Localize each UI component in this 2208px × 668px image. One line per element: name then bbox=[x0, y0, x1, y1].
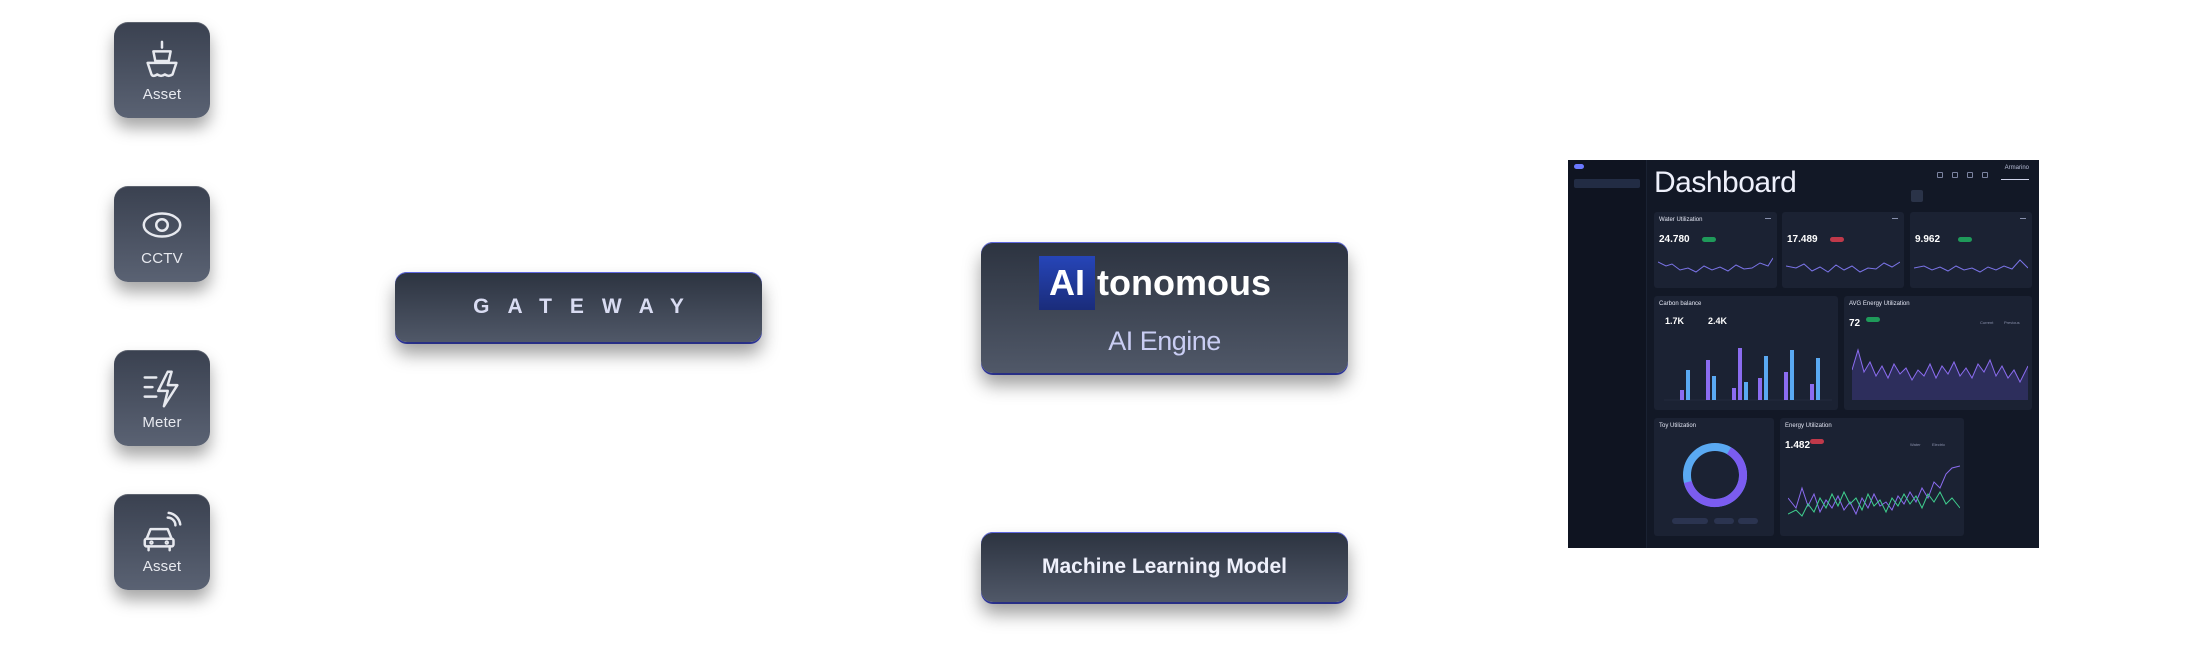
card-value: 1.482 bbox=[1785, 440, 1811, 451]
gateway-box: GATEWAY bbox=[395, 272, 762, 342]
ai-engine-subtitle: AI Engine bbox=[1108, 326, 1221, 356]
dashboard-title: Dashboard bbox=[1654, 166, 1797, 199]
dashboard-preview: Dashboard Armarino Water Utilization 24.… bbox=[1568, 160, 2039, 548]
more-icon bbox=[1765, 218, 1771, 219]
legend-chip bbox=[1714, 518, 1734, 524]
active-tab-underline bbox=[2001, 179, 2029, 180]
card-value-a: 1.7K bbox=[1665, 316, 1685, 326]
ml-model-label: Machine Learning Model bbox=[1041, 555, 1288, 578]
cctv-tile: CCTV bbox=[114, 186, 210, 282]
card-title: Water Utilization bbox=[1659, 217, 1703, 223]
water-utilization-card: Water Utilization 24.780 bbox=[1654, 212, 1777, 288]
area-chart bbox=[1852, 348, 2028, 400]
change-badge bbox=[1866, 317, 1880, 322]
change-badge bbox=[1810, 439, 1824, 444]
card-value: 17.489 bbox=[1787, 234, 1818, 245]
toolbar-icons bbox=[1937, 165, 1997, 178]
donut-chart bbox=[1683, 443, 1747, 507]
tile-label: CCTV bbox=[141, 249, 183, 267]
logo bbox=[1574, 164, 1584, 169]
ml-model-box: Machine Learning Model bbox=[981, 532, 1348, 602]
asset-tile-car: Asset bbox=[114, 494, 210, 590]
gateway-label: GATEWAY bbox=[473, 295, 702, 318]
more-icon bbox=[1892, 218, 1898, 219]
legend-current: Current bbox=[1980, 320, 1994, 325]
change-badge bbox=[1830, 237, 1844, 242]
meter-tile: Meter bbox=[114, 350, 210, 446]
utilization-card-3: 9.962 bbox=[1910, 212, 2032, 288]
asset-tile-ship: Asset bbox=[114, 22, 210, 118]
dashboard-sidebar bbox=[1568, 160, 1647, 548]
legend-chip bbox=[1672, 518, 1708, 524]
legend-previous: Previous bbox=[2004, 320, 2020, 325]
view-toggle bbox=[1911, 190, 1923, 202]
ai-engine-box: AI tonomous AI Engine bbox=[981, 242, 1348, 373]
carbon-balance-card: Carbon balance 1.7K 2.4K bbox=[1654, 296, 1838, 410]
card-title: Carbon balance bbox=[1659, 301, 1702, 307]
ai-title-rest: tonomous bbox=[1097, 262, 1271, 303]
legend-water: Water bbox=[1910, 442, 1921, 447]
car-signal-icon bbox=[143, 511, 182, 551]
bar-chart bbox=[1664, 348, 1832, 401]
sidebar-item-active bbox=[1574, 179, 1640, 188]
utilization-card-2: 17.489 bbox=[1782, 212, 1904, 288]
user-name: Armarino bbox=[2004, 165, 2029, 171]
toy-utilization-card: Toy Utilization bbox=[1654, 418, 1774, 536]
tile-label: Asset bbox=[142, 85, 182, 103]
legend-electric: Electric bbox=[1932, 442, 1946, 447]
card-value: 24.780 bbox=[1659, 234, 1690, 245]
line-chart bbox=[1788, 465, 1960, 517]
card-title: Energy Utilization bbox=[1785, 423, 1832, 429]
sparkline bbox=[1786, 261, 1900, 273]
ai-engine-title: AI tonomous bbox=[1039, 256, 1271, 310]
tile-label: Meter bbox=[142, 413, 182, 431]
legend-chip bbox=[1738, 518, 1758, 524]
change-badge bbox=[1958, 237, 1972, 242]
eye-icon bbox=[142, 211, 182, 238]
avg-energy-utilization-card: AVG Energy Utilization 72 Current Previo… bbox=[1844, 296, 2032, 410]
card-value-b: 2.4K bbox=[1708, 316, 1728, 326]
sparkline bbox=[1658, 257, 1773, 273]
energy-utilization-card: Energy Utilization 1.482 Water Electric bbox=[1780, 418, 1964, 536]
card-value: 72 bbox=[1849, 318, 1861, 329]
ai-badge: AI bbox=[1039, 256, 1095, 310]
sparkline bbox=[1914, 259, 2028, 273]
card-title: AVG Energy Utilization bbox=[1849, 301, 1910, 307]
change-badge bbox=[1702, 237, 1716, 242]
more-icon bbox=[2020, 218, 2026, 219]
card-title: Toy Utilization bbox=[1659, 423, 1697, 429]
ship-icon bbox=[146, 40, 178, 77]
card-value: 9.962 bbox=[1915, 234, 1941, 245]
lightning-icon bbox=[143, 370, 179, 407]
tile-label: Asset bbox=[142, 557, 182, 575]
